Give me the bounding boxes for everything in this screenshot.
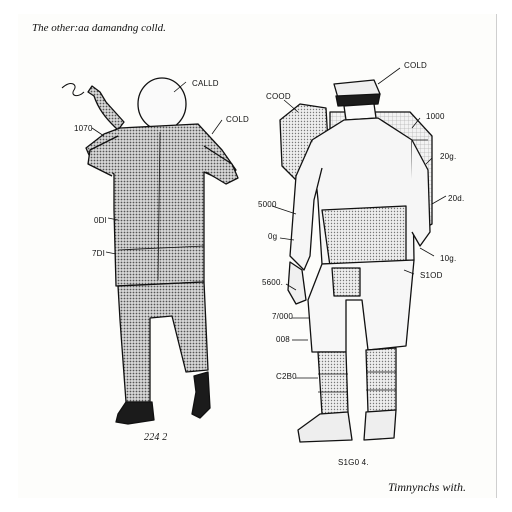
left-figure-head (138, 78, 186, 130)
label-1000: 1000 (426, 112, 445, 121)
label-s1od: S1OD (420, 271, 443, 280)
label-0g: 0g (268, 232, 277, 241)
label-1070: 1070 (74, 124, 93, 133)
label-cold-left: COLD (226, 115, 249, 124)
label-c2b0: C2B0 (276, 372, 297, 381)
label-7000: 7/000 (272, 312, 293, 321)
left-figure-shoe (192, 372, 210, 418)
label-20d: 20d. (448, 194, 464, 203)
label-20g: 20g. (440, 152, 456, 161)
label-cold-right: COLD (404, 61, 427, 70)
label-0dl: 0Dl (94, 216, 107, 225)
right-figure-boot (364, 410, 396, 440)
label-5000: 5000 (258, 200, 277, 209)
label-7di: 7DI (92, 249, 105, 258)
label-call: CALLD (192, 79, 219, 88)
right-figure (280, 80, 432, 442)
label-5600: 5600. (262, 278, 283, 287)
label-right-bottom: S1G0 4. (338, 458, 369, 467)
left-figure-shoe (116, 402, 154, 424)
label-cood: COOD (266, 92, 291, 101)
label-left-bottom: 224 2 (144, 432, 168, 443)
right-figure-boot (298, 412, 352, 442)
label-10g: 10g. (440, 254, 456, 263)
label-008: 008 (276, 335, 290, 344)
right-figure-trousers (308, 260, 414, 352)
